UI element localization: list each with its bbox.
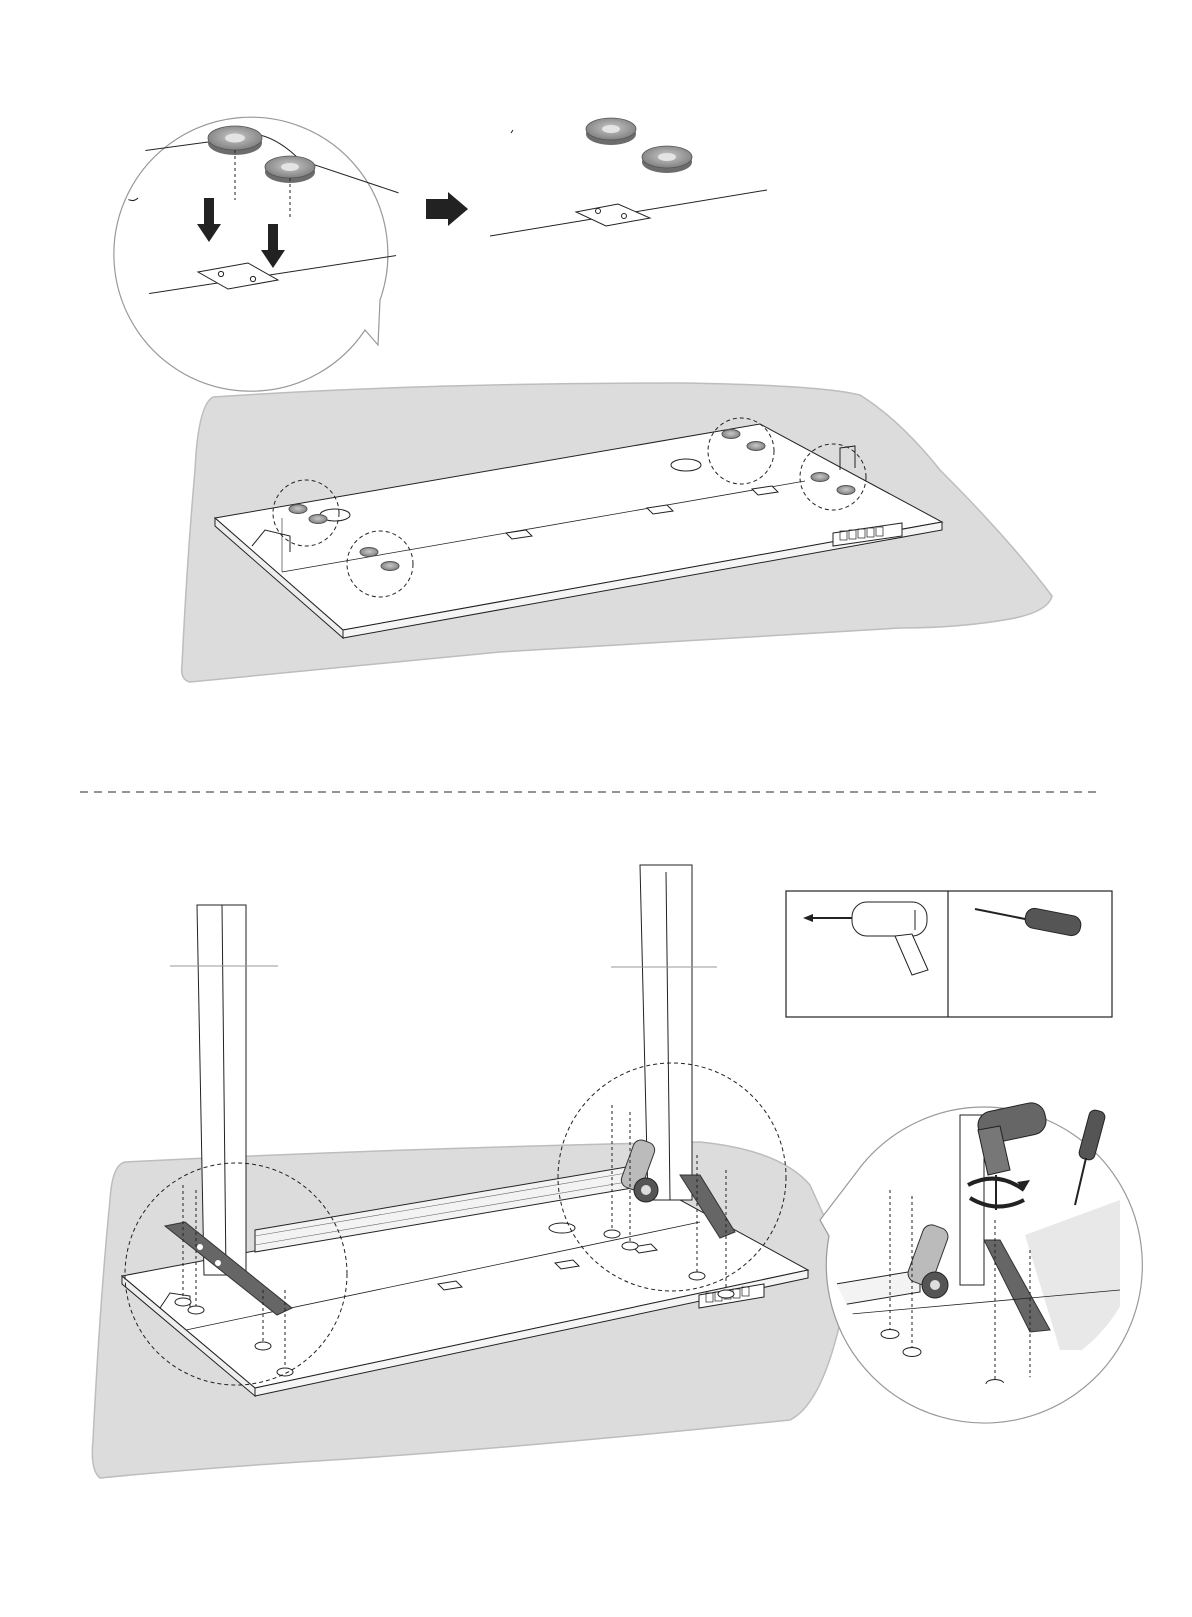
step-1-result-detail [490,118,767,236]
step-2-main-view [92,865,850,1478]
step-1-zoom-bubble [114,117,420,391]
step-2-zoom-bubble [820,1100,1142,1423]
right-arrow-icon [426,192,468,226]
step-1-main-view [182,383,1052,682]
tools-required-box [786,891,1112,1017]
